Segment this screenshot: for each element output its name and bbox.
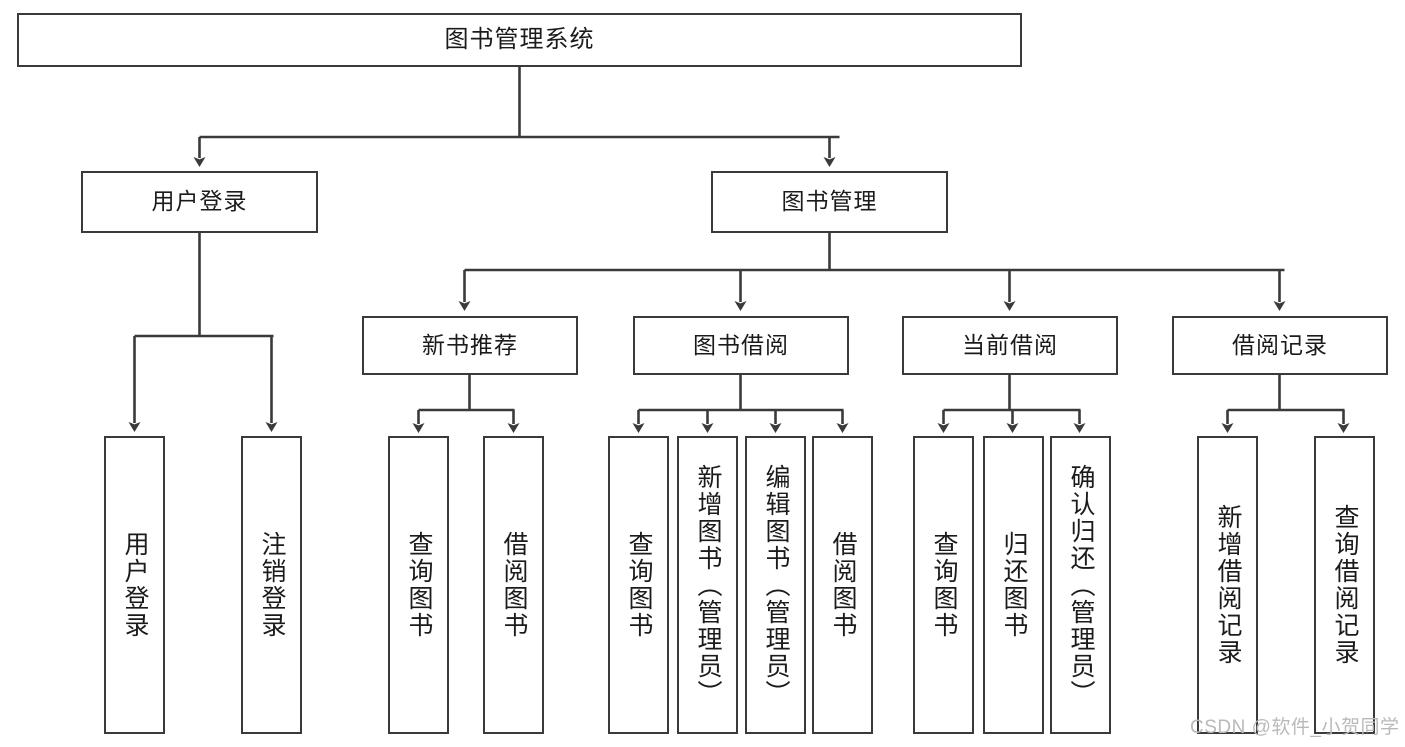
node-book-manage-label: 图书管理	[781, 188, 878, 215]
node-leaf-query-book-2-label: 查询图书	[625, 531, 653, 639]
node-new-book-recommend[interactable]: 新书推荐	[362, 316, 578, 375]
node-leaf-add-record[interactable]: 新增借阅记录	[1197, 436, 1258, 734]
node-leaf-user-login[interactable]: 用户登录	[104, 436, 165, 734]
node-leaf-confirm-return-label: 确认归还（管理员）	[1067, 463, 1095, 707]
node-leaf-add-book[interactable]: 新增图书（管理员）	[677, 436, 738, 734]
node-user-login-label: 用户登录	[151, 188, 248, 215]
node-new-book-recommend-label: 新书推荐	[422, 331, 518, 358]
node-leaf-edit-book[interactable]: 编辑图书（管理员）	[745, 436, 806, 734]
node-leaf-add-book-label: 新增图书（管理员）	[694, 463, 722, 707]
node-leaf-user-logout[interactable]: 注销登录	[241, 436, 302, 734]
node-leaf-query-book-1-label: 查询图书	[405, 531, 433, 639]
node-user-login[interactable]: 用户登录	[81, 171, 318, 233]
node-current-borrow-label: 当前借阅	[962, 331, 1058, 358]
node-leaf-user-login-label: 用户登录	[121, 531, 149, 639]
node-book-borrow-label: 图书借阅	[693, 331, 789, 358]
node-book-manage[interactable]: 图书管理	[711, 171, 948, 233]
node-leaf-borrow-book-2[interactable]: 借阅图书	[812, 436, 873, 734]
node-leaf-confirm-return[interactable]: 确认归还（管理员）	[1050, 436, 1111, 734]
node-leaf-edit-book-label: 编辑图书（管理员）	[762, 463, 790, 707]
node-leaf-return-book-label: 归还图书	[1000, 531, 1028, 639]
node-current-borrow[interactable]: 当前借阅	[902, 316, 1118, 375]
node-leaf-borrow-book-1[interactable]: 借阅图书	[483, 436, 544, 734]
node-leaf-query-book-3[interactable]: 查询图书	[913, 436, 974, 734]
node-leaf-query-book-1[interactable]: 查询图书	[388, 436, 449, 734]
node-root-label: 图书管理系统	[444, 25, 595, 53]
node-leaf-borrow-book-1-label: 借阅图书	[500, 531, 528, 639]
node-leaf-return-book[interactable]: 归还图书	[983, 436, 1044, 734]
node-leaf-user-logout-label: 注销登录	[258, 531, 286, 639]
watermark-text: CSDN @软件_小贺同学	[1190, 717, 1400, 738]
node-leaf-query-record-label: 查询借阅记录	[1331, 504, 1359, 666]
node-leaf-query-book-3-label: 查询图书	[930, 531, 958, 639]
node-leaf-query-book-2[interactable]: 查询图书	[608, 436, 669, 734]
node-borrow-record[interactable]: 借阅记录	[1172, 316, 1388, 375]
node-borrow-record-label: 借阅记录	[1232, 331, 1328, 358]
node-leaf-add-record-label: 新增借阅记录	[1214, 504, 1242, 666]
node-root-system[interactable]: 图书管理系统	[17, 13, 1022, 67]
node-leaf-query-record[interactable]: 查询借阅记录	[1314, 436, 1375, 734]
node-book-borrow[interactable]: 图书借阅	[633, 316, 849, 375]
node-leaf-borrow-book-2-label: 借阅图书	[829, 531, 857, 639]
